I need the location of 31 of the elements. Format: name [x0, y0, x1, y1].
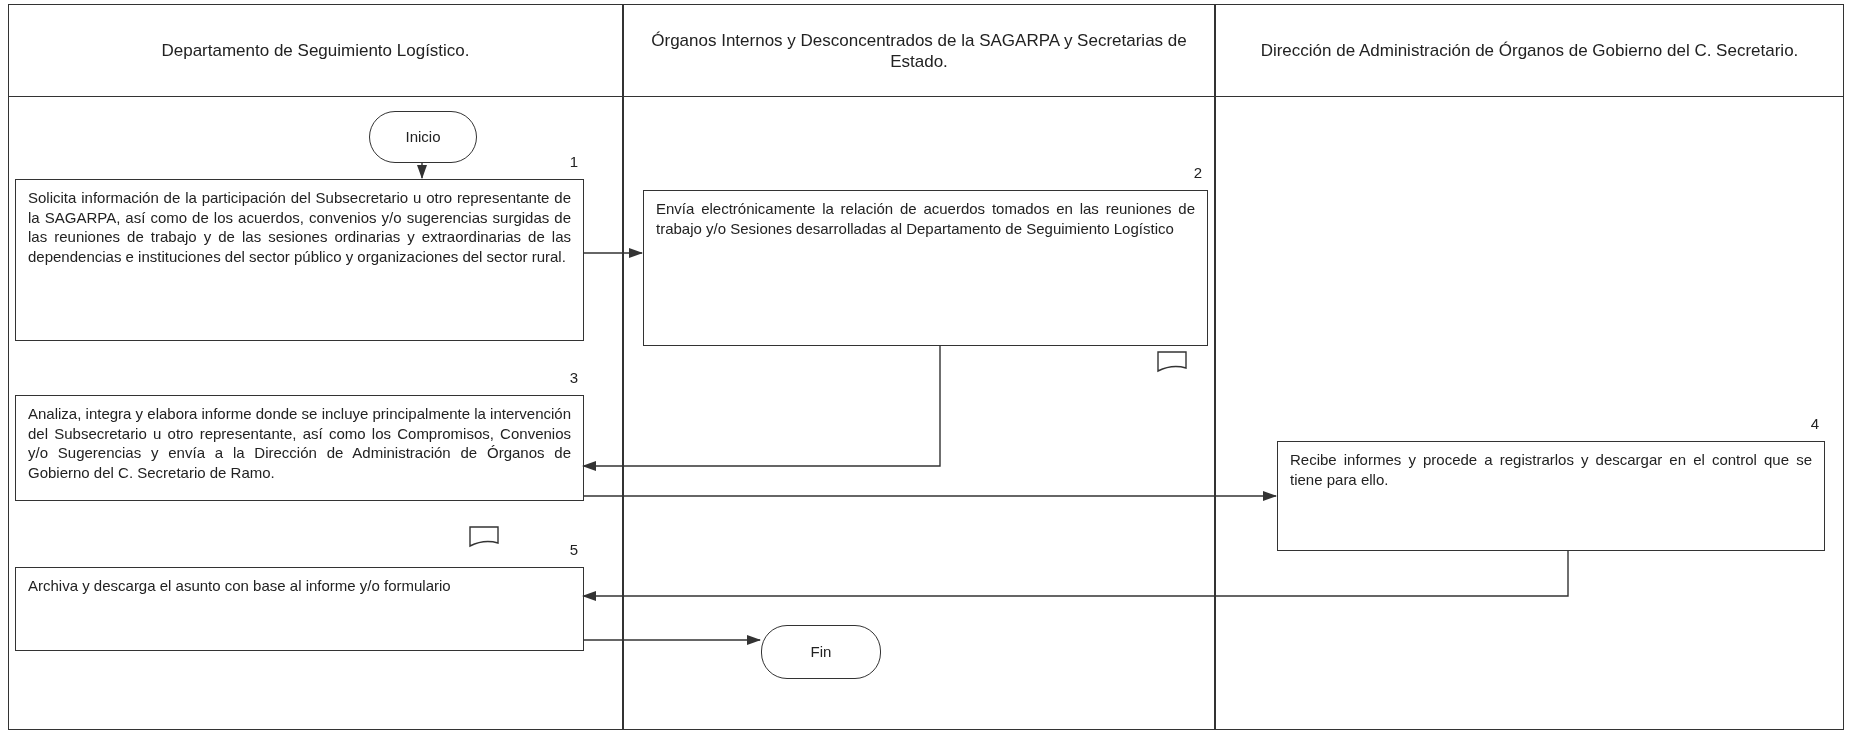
arrow	[582, 248, 643, 258]
arrow	[417, 161, 427, 179]
terminator-label: Inicio	[405, 126, 441, 147]
swimlane	[8, 4, 623, 730]
terminator-label: Fin	[810, 641, 832, 662]
process-box	[15, 395, 584, 501]
process-box	[643, 190, 1208, 346]
process-box	[15, 567, 584, 651]
arrow	[582, 635, 761, 645]
step-text: Envía electrónicamente la relación de acuerdos tomados en las reuniones de trabajo y/o Sesiones desarrolladas al Departamento de Seguimiento Logístico	[656, 199, 1195, 238]
step-text: Archiva y descarga el asunto con base al informe y/o formulario	[28, 576, 452, 596]
lane-title: Departamento de Seguimiento Logístico.	[161, 40, 470, 61]
swimlane	[623, 4, 1215, 730]
step-number: 1	[568, 153, 578, 171]
terminator	[369, 111, 477, 163]
step-text: Solicita información de la participación del Subsecretario u otro representante de la SAGARPA, así como de los acuerdos, convenios y/o sugerencias surgidas de las reuniones de trabajo y de las sesiones ordinarias y extraordinarias de las dependencias e instituciones del sector público y organizaciones del sector rural.	[28, 188, 571, 266]
arrow	[582, 549, 1569, 601]
step-number: 5	[568, 541, 578, 559]
lane-title: Órganos Internos y Desconcentrados de la SAGARPA y Secretarias de Estado.	[650, 29, 1188, 72]
process-box	[15, 179, 584, 341]
step-text: Analiza, integra y elabora informe donde se incluye principalmente la intervención del Subsecretario u otro representante, así como los Compromisos, Convenios y/o Sugerencias y envía a la Dirección de Administración de Órganos de Gobierno del C. Secretario de Ramo.	[28, 404, 571, 482]
terminator	[761, 625, 881, 679]
step-number: 2	[1192, 164, 1202, 182]
process-box	[1277, 441, 1825, 551]
arrow	[582, 344, 941, 471]
step-number: 3	[568, 369, 578, 387]
step-number: 4	[1809, 415, 1819, 433]
swimlane	[1215, 4, 1844, 730]
step-text: Recibe informes y procede a registrarlos y descargar en el control que se tiene para ello.	[1290, 450, 1812, 489]
arrow	[582, 491, 1277, 501]
lane-title: Dirección de Administración de Órganos de Gobierno del C. Secretario.	[1260, 40, 1799, 61]
